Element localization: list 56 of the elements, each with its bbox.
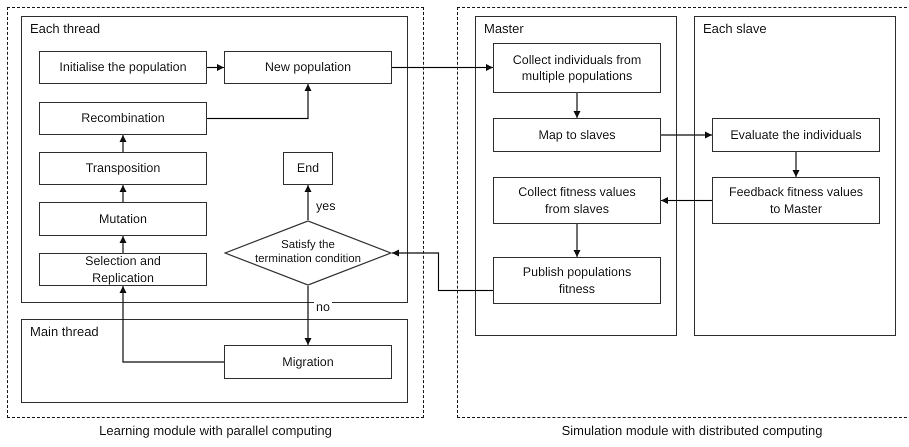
arrow — [304, 286, 312, 345]
step-text: Collect individuals from multiple populations — [512, 52, 642, 84]
process-box — [493, 257, 661, 304]
group-heading: Each thread — [30, 21, 100, 36]
arrow — [392, 250, 493, 292]
arrow — [207, 64, 224, 71]
group-panel — [694, 16, 896, 336]
arrow — [304, 185, 312, 220]
step-text: Transposition — [86, 160, 160, 177]
arrow — [661, 197, 712, 204]
process-box — [283, 152, 333, 185]
group-heading: Main thread — [30, 324, 99, 339]
process-box — [224, 51, 392, 84]
step-text: Collect fitness values from slaves — [517, 184, 637, 217]
decision-diamond — [224, 220, 392, 286]
group-heading: Each slave — [703, 21, 767, 36]
step-text: Migration — [282, 354, 334, 370]
group-panel — [475, 16, 677, 336]
group-panel — [21, 319, 408, 403]
step-text: New population — [264, 59, 352, 76]
group-heading: Master — [484, 21, 524, 36]
arrow — [120, 185, 126, 202]
arrow — [207, 84, 312, 120]
arrow — [661, 132, 712, 138]
module-caption: Learning module with parallel computing — [98, 423, 333, 438]
process-box — [39, 102, 207, 135]
process-box — [493, 118, 661, 152]
arrow — [120, 135, 126, 152]
arrow — [120, 286, 224, 363]
process-box — [493, 43, 661, 93]
process-box — [39, 152, 207, 185]
step-text: Selection and Replication — [84, 253, 162, 286]
process-box — [39, 253, 207, 286]
arrow — [120, 236, 126, 253]
arrow — [574, 224, 580, 257]
process-box — [39, 51, 207, 84]
step-text: Publish populations fitness — [522, 264, 632, 297]
process-box — [712, 177, 880, 224]
group-panel — [21, 16, 408, 303]
process-box — [712, 118, 880, 152]
step-text: Feedback fitness values to Master — [728, 184, 864, 217]
module-caption: Simulation module with distributed computing — [560, 423, 824, 438]
arrow — [792, 152, 800, 177]
arrow — [392, 64, 493, 71]
edge-label: no — [314, 300, 332, 314]
process-box — [39, 202, 207, 236]
decision-text: Satisfy the termination condition — [254, 239, 362, 267]
step-text: Map to slaves — [538, 126, 616, 144]
step-text: Mutation — [99, 210, 147, 228]
step-text: End — [296, 160, 320, 177]
step-text: Initialise the population — [59, 59, 187, 76]
process-box — [493, 177, 661, 224]
step-text: Evaluate the individuals — [730, 126, 862, 144]
step-text: Recombination — [81, 110, 165, 127]
process-box — [224, 345, 392, 379]
arrow — [574, 93, 580, 118]
